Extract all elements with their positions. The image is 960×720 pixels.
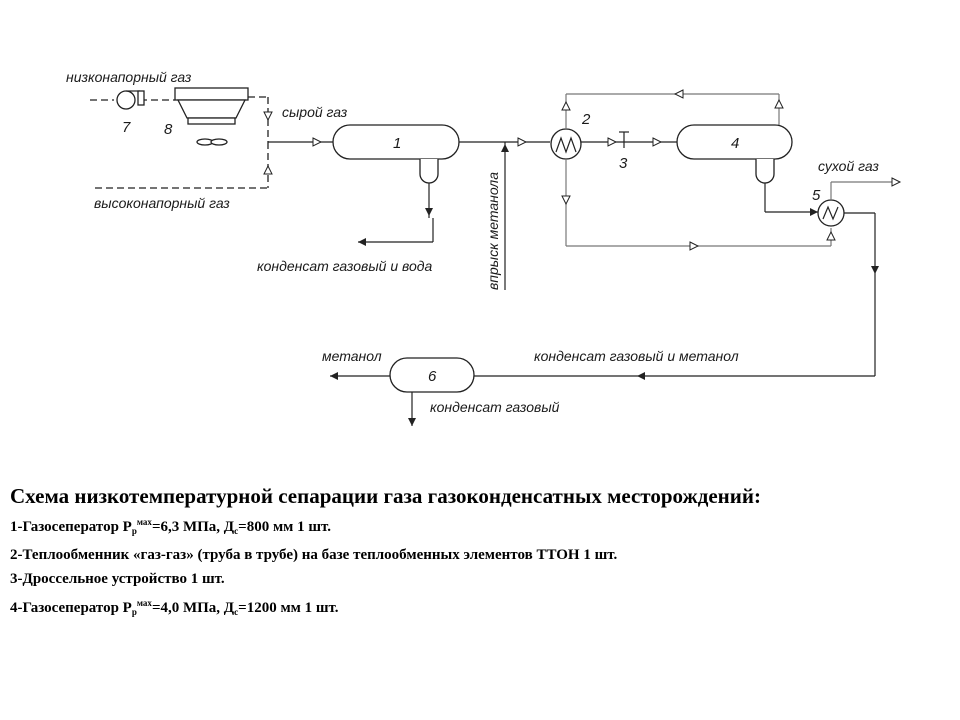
unit-number-8: 8 [164, 121, 173, 138]
label-gas-condensate: конденсат газовый [430, 399, 560, 415]
label-raw-gas: сырой газ [282, 104, 348, 120]
label-condensate-methanol: конденсат газовый и метанол [534, 348, 739, 364]
unit-number-7: 7 [122, 119, 131, 136]
caption-title: Схема низкотемпературной сепарации газа … [10, 484, 761, 508]
label-low-pressure-gas: низконапорный газ [66, 69, 192, 85]
separator-1 [332, 124, 460, 184]
unit-number-4: 4 [731, 135, 739, 152]
caption-line-4: 4-Газосеператор Ррмах=4,0 МПа, Дс=1200 м… [10, 598, 339, 617]
label-methanol-injection: впрыск метанола [485, 172, 501, 290]
label-condensate-water: конденсат газовый и вода [257, 258, 433, 274]
separator-4 [676, 124, 793, 184]
caption: Схема низкотемпературной сепарации газа … [10, 483, 948, 624]
flow-arrow [263, 164, 273, 175]
unit-number-6: 6 [428, 368, 437, 385]
throttle-3 [619, 131, 629, 148]
compressor-7 [116, 90, 145, 110]
unit-number-1: 1 [393, 135, 401, 152]
caption-line-2: 2-Теплообменник «газ-газ» (труба в трубе… [10, 547, 618, 563]
label-dry-gas: сухой газ [818, 158, 879, 174]
unit-number-5: 5 [812, 187, 821, 204]
label-high-pressure-gas: высоконапорный газ [94, 195, 230, 211]
flow-arrow [263, 111, 273, 122]
air-cooler-8 [174, 87, 249, 146]
caption-line-1: 1-Газосеператор Ррмах=6,3 МПа, Дс=800 мм… [10, 517, 332, 536]
unit-number-2: 2 [581, 111, 591, 128]
separator-6 [389, 357, 475, 393]
fan-icon [210, 138, 228, 146]
heat-exchanger-2 [550, 128, 582, 160]
heat-exchanger-5 [817, 199, 845, 227]
process-flow-diagram: низконапорный газ сырой газ высоконапорн… [66, 69, 902, 426]
caption-line-3: 3-Дроссельное устройство 1 шт. [10, 571, 225, 587]
inlet-lines [90, 96, 273, 189]
unit-number-3: 3 [619, 155, 628, 172]
label-methanol: метанол [322, 348, 382, 364]
